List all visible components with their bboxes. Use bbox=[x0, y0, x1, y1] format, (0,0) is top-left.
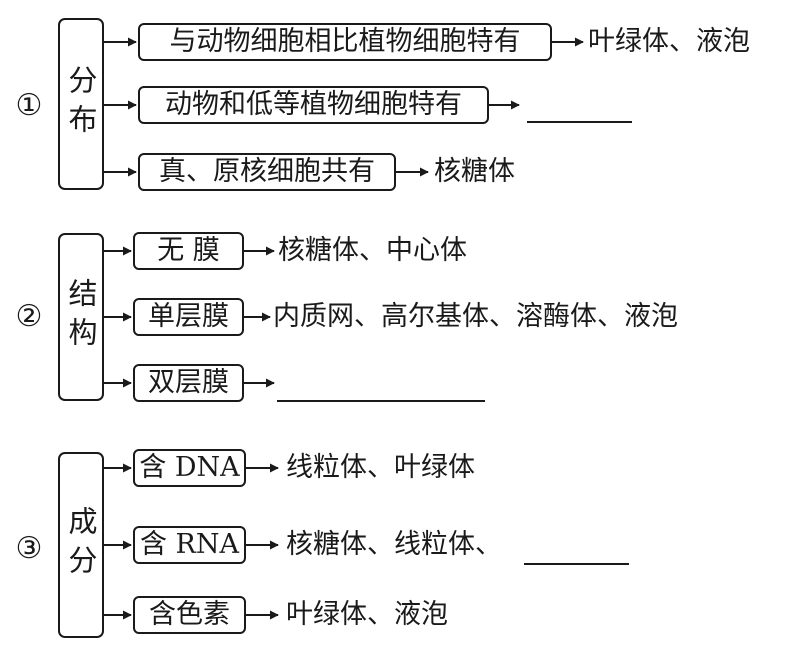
group-2-category-label: 结构 bbox=[64, 278, 98, 356]
group-2-number: ② bbox=[15, 299, 43, 334]
group-1-connectors bbox=[102, 37, 584, 177]
group-3-row-3-answer: 叶绿体、液泡 bbox=[286, 599, 448, 630]
group-3-row-1-answer: 线粒体、叶绿体 bbox=[286, 452, 475, 483]
group-2-row-2-box: 单层膜 bbox=[133, 298, 244, 336]
group-2-row-3-blank[interactable] bbox=[277, 400, 485, 402]
group-2-row-1-answer: 核糖体、中心体 bbox=[278, 235, 467, 266]
group-1-number: ① bbox=[15, 88, 43, 123]
group-3-row-1-box: 含 DNA bbox=[133, 449, 246, 487]
group-2-row-3-box: 双层膜 bbox=[133, 364, 244, 402]
group-3-row-2-box: 含 RNA bbox=[133, 526, 246, 564]
group-2-category: 结构 bbox=[58, 233, 104, 401]
group-1-row-2-box: 动物和低等植物细胞特有 bbox=[138, 86, 489, 124]
group-3-row-2-blank[interactable] bbox=[524, 563, 629, 565]
group-3-row-3-box: 含色素 bbox=[133, 596, 246, 634]
group-3-category: 成分 bbox=[58, 452, 104, 638]
group-1-category: 分布 bbox=[58, 18, 104, 190]
group-1-category-label: 分布 bbox=[64, 65, 98, 143]
group-1-row-3-answer: 核糖体 bbox=[434, 156, 515, 187]
group-3-number: ③ bbox=[15, 531, 43, 566]
group-1-row-1-box: 与动物细胞相比植物细胞特有 bbox=[138, 23, 552, 61]
group-3-connectors bbox=[102, 463, 279, 620]
group-1-row-2-blank[interactable] bbox=[527, 121, 632, 123]
group-2-row-2-answer: 内质网、高尔基体、溶酶体、液泡 bbox=[273, 301, 678, 332]
group-3-category-label: 成分 bbox=[64, 506, 98, 584]
group-2-row-1-box: 无 膜 bbox=[133, 232, 244, 270]
group-1-row-1-answer: 叶绿体、液泡 bbox=[588, 26, 750, 57]
group-2-connectors bbox=[102, 246, 275, 388]
group-3-row-2-answer: 核糖体、线粒体、 bbox=[286, 529, 502, 560]
group-1-row-3-box: 真、原核细胞共有 bbox=[138, 153, 396, 191]
